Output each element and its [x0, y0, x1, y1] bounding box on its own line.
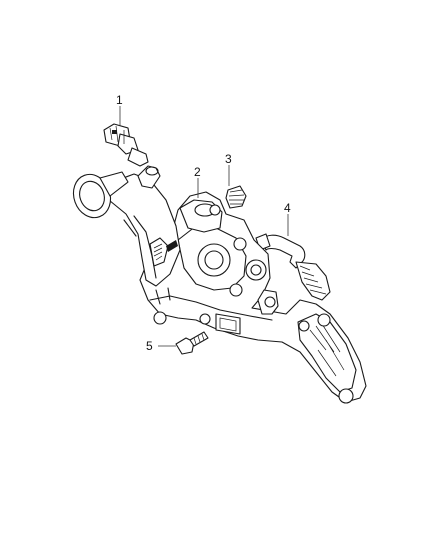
callout-1: 1	[116, 93, 123, 107]
part-4-hose[interactable]	[255, 233, 331, 301]
callout-4: 4	[284, 201, 291, 215]
callout-2: 2	[194, 165, 201, 179]
part-5-bolt[interactable]	[175, 331, 209, 355]
part-1-temperature-sensor[interactable]	[103, 123, 149, 167]
thermostat-housing[interactable]	[68, 165, 367, 404]
part-3-cap[interactable]	[225, 185, 247, 209]
callout-5: 5	[146, 339, 153, 353]
callout-3: 3	[225, 152, 232, 166]
